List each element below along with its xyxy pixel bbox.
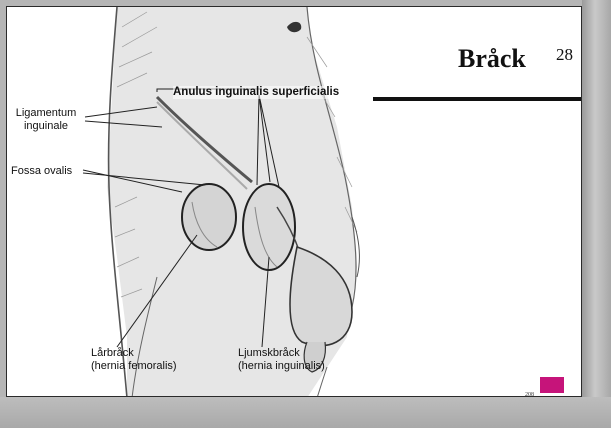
accent-square xyxy=(540,377,564,393)
label-ligamentum-line1: Ligamentum xyxy=(7,107,85,120)
slide-title: Bråck xyxy=(458,44,526,74)
groin-hernia-drawing xyxy=(7,7,427,397)
label-larbrack-line1: Lårbråck xyxy=(91,347,177,360)
label-fossa-ovalis: Fossa ovalis xyxy=(11,165,72,178)
title-rule xyxy=(373,97,582,101)
label-ljumskbrack-line1: Ljumskbråck xyxy=(238,347,325,360)
label-ljumskbrack-line2: (hernia inguinalis) xyxy=(238,360,325,373)
page-number: 208 xyxy=(525,392,534,397)
label-ligamentum-inguinale: Ligamentum inguinale xyxy=(7,107,85,133)
label-ligamentum-line2: inguinale xyxy=(7,120,85,133)
window-gutter-bottom xyxy=(0,397,611,428)
label-ljumskbrack: Ljumskbråck (hernia inguinalis) xyxy=(238,347,325,373)
anatomy-illustration xyxy=(7,7,427,397)
label-larbrack: Lårbråck (hernia femoralis) xyxy=(91,347,177,373)
label-anulus-inguinalis: Anulus inguinalis superficialis xyxy=(173,86,339,99)
slide-number: 28 xyxy=(556,45,573,65)
window-gutter-right xyxy=(582,0,611,428)
label-larbrack-line2: (hernia femoralis) xyxy=(91,360,177,373)
slide: Anulus inguinalis superficialis Ligament… xyxy=(6,6,582,397)
